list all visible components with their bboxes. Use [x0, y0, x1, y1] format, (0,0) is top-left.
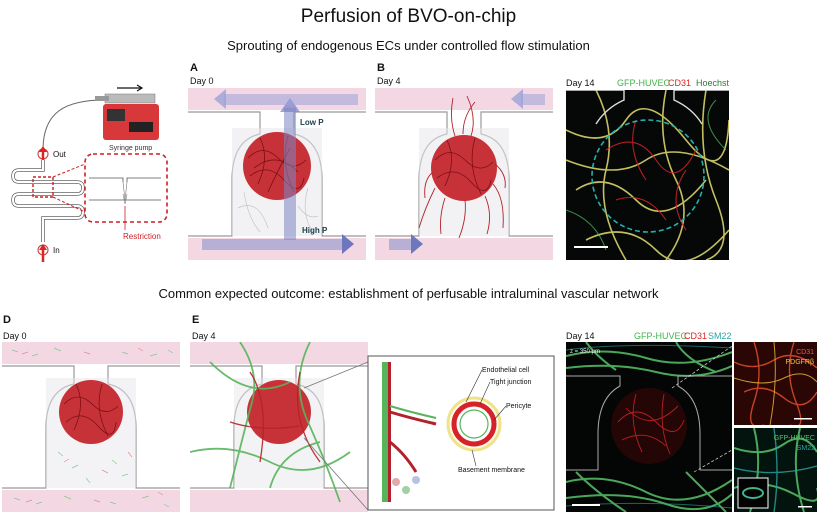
- panel-f-inset-top-image: CD31 PDGFRβ: [733, 341, 817, 427]
- panel-e: Endothelial cell Tight junction Pericyte…: [189, 341, 556, 512]
- svg-text:z = 350 μm: z = 350 μm: [570, 349, 600, 355]
- svg-text:Restriction: Restriction: [123, 232, 161, 241]
- panel-d-drawing: [2, 342, 180, 512]
- svg-text:PDGFRβ: PDGFRβ: [785, 359, 814, 366]
- bottom-subtitle: Common expected outcome: establishment o…: [158, 286, 659, 301]
- svg-text:Low P: Low P: [300, 118, 324, 127]
- panel-a: Low P High P: [188, 88, 366, 260]
- panel-c-day: Day 14: [566, 78, 595, 88]
- panel-a-day: Day 0: [190, 76, 214, 86]
- syringe-pump-icon: [95, 84, 159, 140]
- panel-f-day: Day 14: [566, 331, 595, 341]
- svg-text:In: In: [53, 246, 60, 255]
- panel-c-stain-2: CD31: [668, 78, 692, 88]
- panel-f: z = 350 μm: [565, 341, 733, 513]
- panel-d-letter: D: [3, 314, 11, 326]
- schematic-drawing: Syringe pump Out Restriction In: [11, 84, 168, 262]
- panel-e-letter: E: [192, 314, 200, 326]
- panel-e-drawing: Endothelial cell Tight junction Pericyte…: [189, 341, 556, 512]
- panel-a-drawing: Low P High P: [188, 88, 366, 260]
- svg-text:GFP-HUVEC: GFP-HUVEC: [774, 435, 815, 442]
- panel-d-day: Day 0: [3, 331, 27, 341]
- panel-e-day: Day 4: [192, 331, 216, 341]
- panel-c-stain-1: GFP-HUVEC: [617, 78, 671, 88]
- panel-f-inset-bottom: GFP-HUVEC SM22: [733, 427, 817, 513]
- callout-pericyte: Pericyte: [506, 403, 531, 410]
- panel-c-stain-3: Hoechst: [696, 78, 730, 88]
- panel-f-micrograph: z = 350 μm: [565, 341, 733, 513]
- panel-c-micrograph: [565, 89, 730, 262]
- panel-f-stain-2: CD31: [684, 331, 708, 341]
- svg-text:SM22: SM22: [797, 445, 815, 452]
- svg-text:Out: Out: [53, 150, 67, 159]
- callout-tight-junction: Tight junction: [490, 379, 531, 386]
- panel-d: [2, 342, 180, 512]
- panel-c: [565, 89, 730, 262]
- panel-a-letter: A: [190, 62, 198, 74]
- svg-text:CD31: CD31: [796, 349, 814, 356]
- callout-endothelial-cell: Endothelial cell: [482, 367, 530, 374]
- svg-text:Syringe pump: Syringe pump: [109, 145, 152, 152]
- panel-b-day: Day 4: [377, 76, 401, 86]
- panel-b: [375, 88, 553, 260]
- panel-f-stain-3: SM22: [708, 331, 732, 341]
- svg-text:High P: High P: [302, 226, 328, 235]
- chip-schematic: Syringe pump Out Restriction In: [5, 82, 180, 267]
- panel-b-letter: B: [377, 62, 385, 74]
- panel-f-stain-1: GFP-HUVEC: [634, 331, 688, 341]
- panel-b-drawing: [375, 88, 553, 260]
- callout-basement-membrane: Basement membrane: [458, 467, 525, 474]
- panel-f-inset-bottom-image: GFP-HUVEC SM22: [733, 427, 817, 513]
- top-subtitle: Sprouting of endogenous ECs under contro…: [227, 38, 590, 53]
- panel-f-inset-top: CD31 PDGFRβ: [733, 341, 817, 427]
- main-title: Perfusion of BVO-on-chip: [300, 6, 517, 27]
